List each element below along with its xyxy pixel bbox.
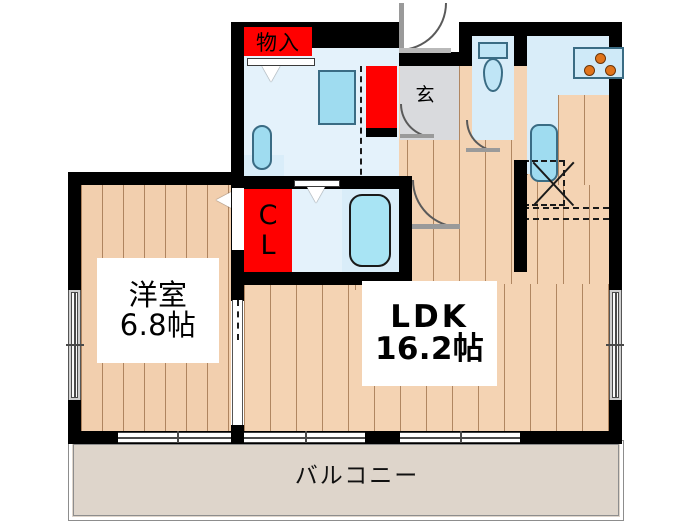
bedroom-window-handle <box>66 344 84 346</box>
bedroom-name: 洋室 <box>128 277 188 312</box>
ldk-label-block: LDK 16.2帖 <box>362 281 497 386</box>
bathtub <box>349 194 391 267</box>
balcony-slider-ldk-right-jamb <box>460 431 462 443</box>
bedroom-label-block: 洋室 6.8帖 <box>97 258 219 363</box>
partition-dash <box>237 300 239 340</box>
partition-sliding-panel[interactable] <box>232 300 243 431</box>
kitchen-upper-dash-2 <box>523 218 609 220</box>
entrance-threshold <box>399 48 451 53</box>
bath-fold-door <box>294 180 340 187</box>
closet-label-cl: C L <box>244 189 292 272</box>
wall-toilet-top <box>459 22 527 36</box>
balcony-label: バルコニー <box>294 463 420 490</box>
balcony-slider-ldk-left-jamb <box>305 431 307 443</box>
burner-3 <box>605 65 616 76</box>
closet-entry-arrow <box>216 192 231 208</box>
wall-kitchen-partition <box>514 160 527 272</box>
closet-label-c: C <box>258 200 278 232</box>
washing-machine-space <box>318 70 356 125</box>
balcony-railing-inner <box>73 444 619 516</box>
stove <box>573 47 624 79</box>
ldk-name: LDK <box>390 298 469 335</box>
wall-bath-right <box>399 176 412 285</box>
balcony-area <box>72 443 620 517</box>
bath-door-arrow <box>307 187 325 203</box>
wall-bedroom-ldk-top <box>231 285 244 301</box>
wall-bedroom-top <box>68 172 243 185</box>
bedroom-size: 6.8帖 <box>119 307 197 342</box>
wall-kitchen-top <box>514 22 622 36</box>
toilet-door-leaf[interactable] <box>466 148 500 152</box>
kitchen-upper-dash-1 <box>523 207 609 209</box>
wall-washroom-left <box>231 22 244 185</box>
storage-door-arrow-top <box>262 66 280 82</box>
toilet-tank <box>478 42 508 59</box>
balcony-slider-bedroom-jamb <box>177 431 179 443</box>
balcony-slider-bedroom-rail <box>118 437 231 439</box>
ldk-hall-door-leaf[interactable] <box>412 224 460 229</box>
closet-door-opening <box>232 188 244 250</box>
entrance-door-swing-arc <box>399 3 447 51</box>
storage-fold-door-top <box>247 58 315 66</box>
wall-entrance-right <box>399 52 459 66</box>
ldk-window-handle <box>606 344 624 346</box>
genkan-label: 玄 <box>415 83 435 106</box>
toilet-bowl <box>483 58 503 92</box>
overhead-cabinet-dashed <box>523 160 575 206</box>
closet-label-l: L <box>260 229 276 261</box>
balcony-slider-ldk-left-rail <box>244 437 365 439</box>
hall-closet-wall-bottom <box>366 128 397 137</box>
washbasin-fixture <box>252 125 272 170</box>
genkan-inner-door-leaf[interactable] <box>400 134 434 138</box>
ldk-size: 16.2帖 <box>374 330 485 367</box>
burner-2 <box>584 65 595 76</box>
wall-partition-bottom <box>231 425 244 444</box>
hall-closet-red <box>366 66 397 130</box>
burner-1 <box>595 53 606 64</box>
storage-label-monoire: 物入 <box>244 27 312 56</box>
washroom-divider <box>360 66 362 185</box>
